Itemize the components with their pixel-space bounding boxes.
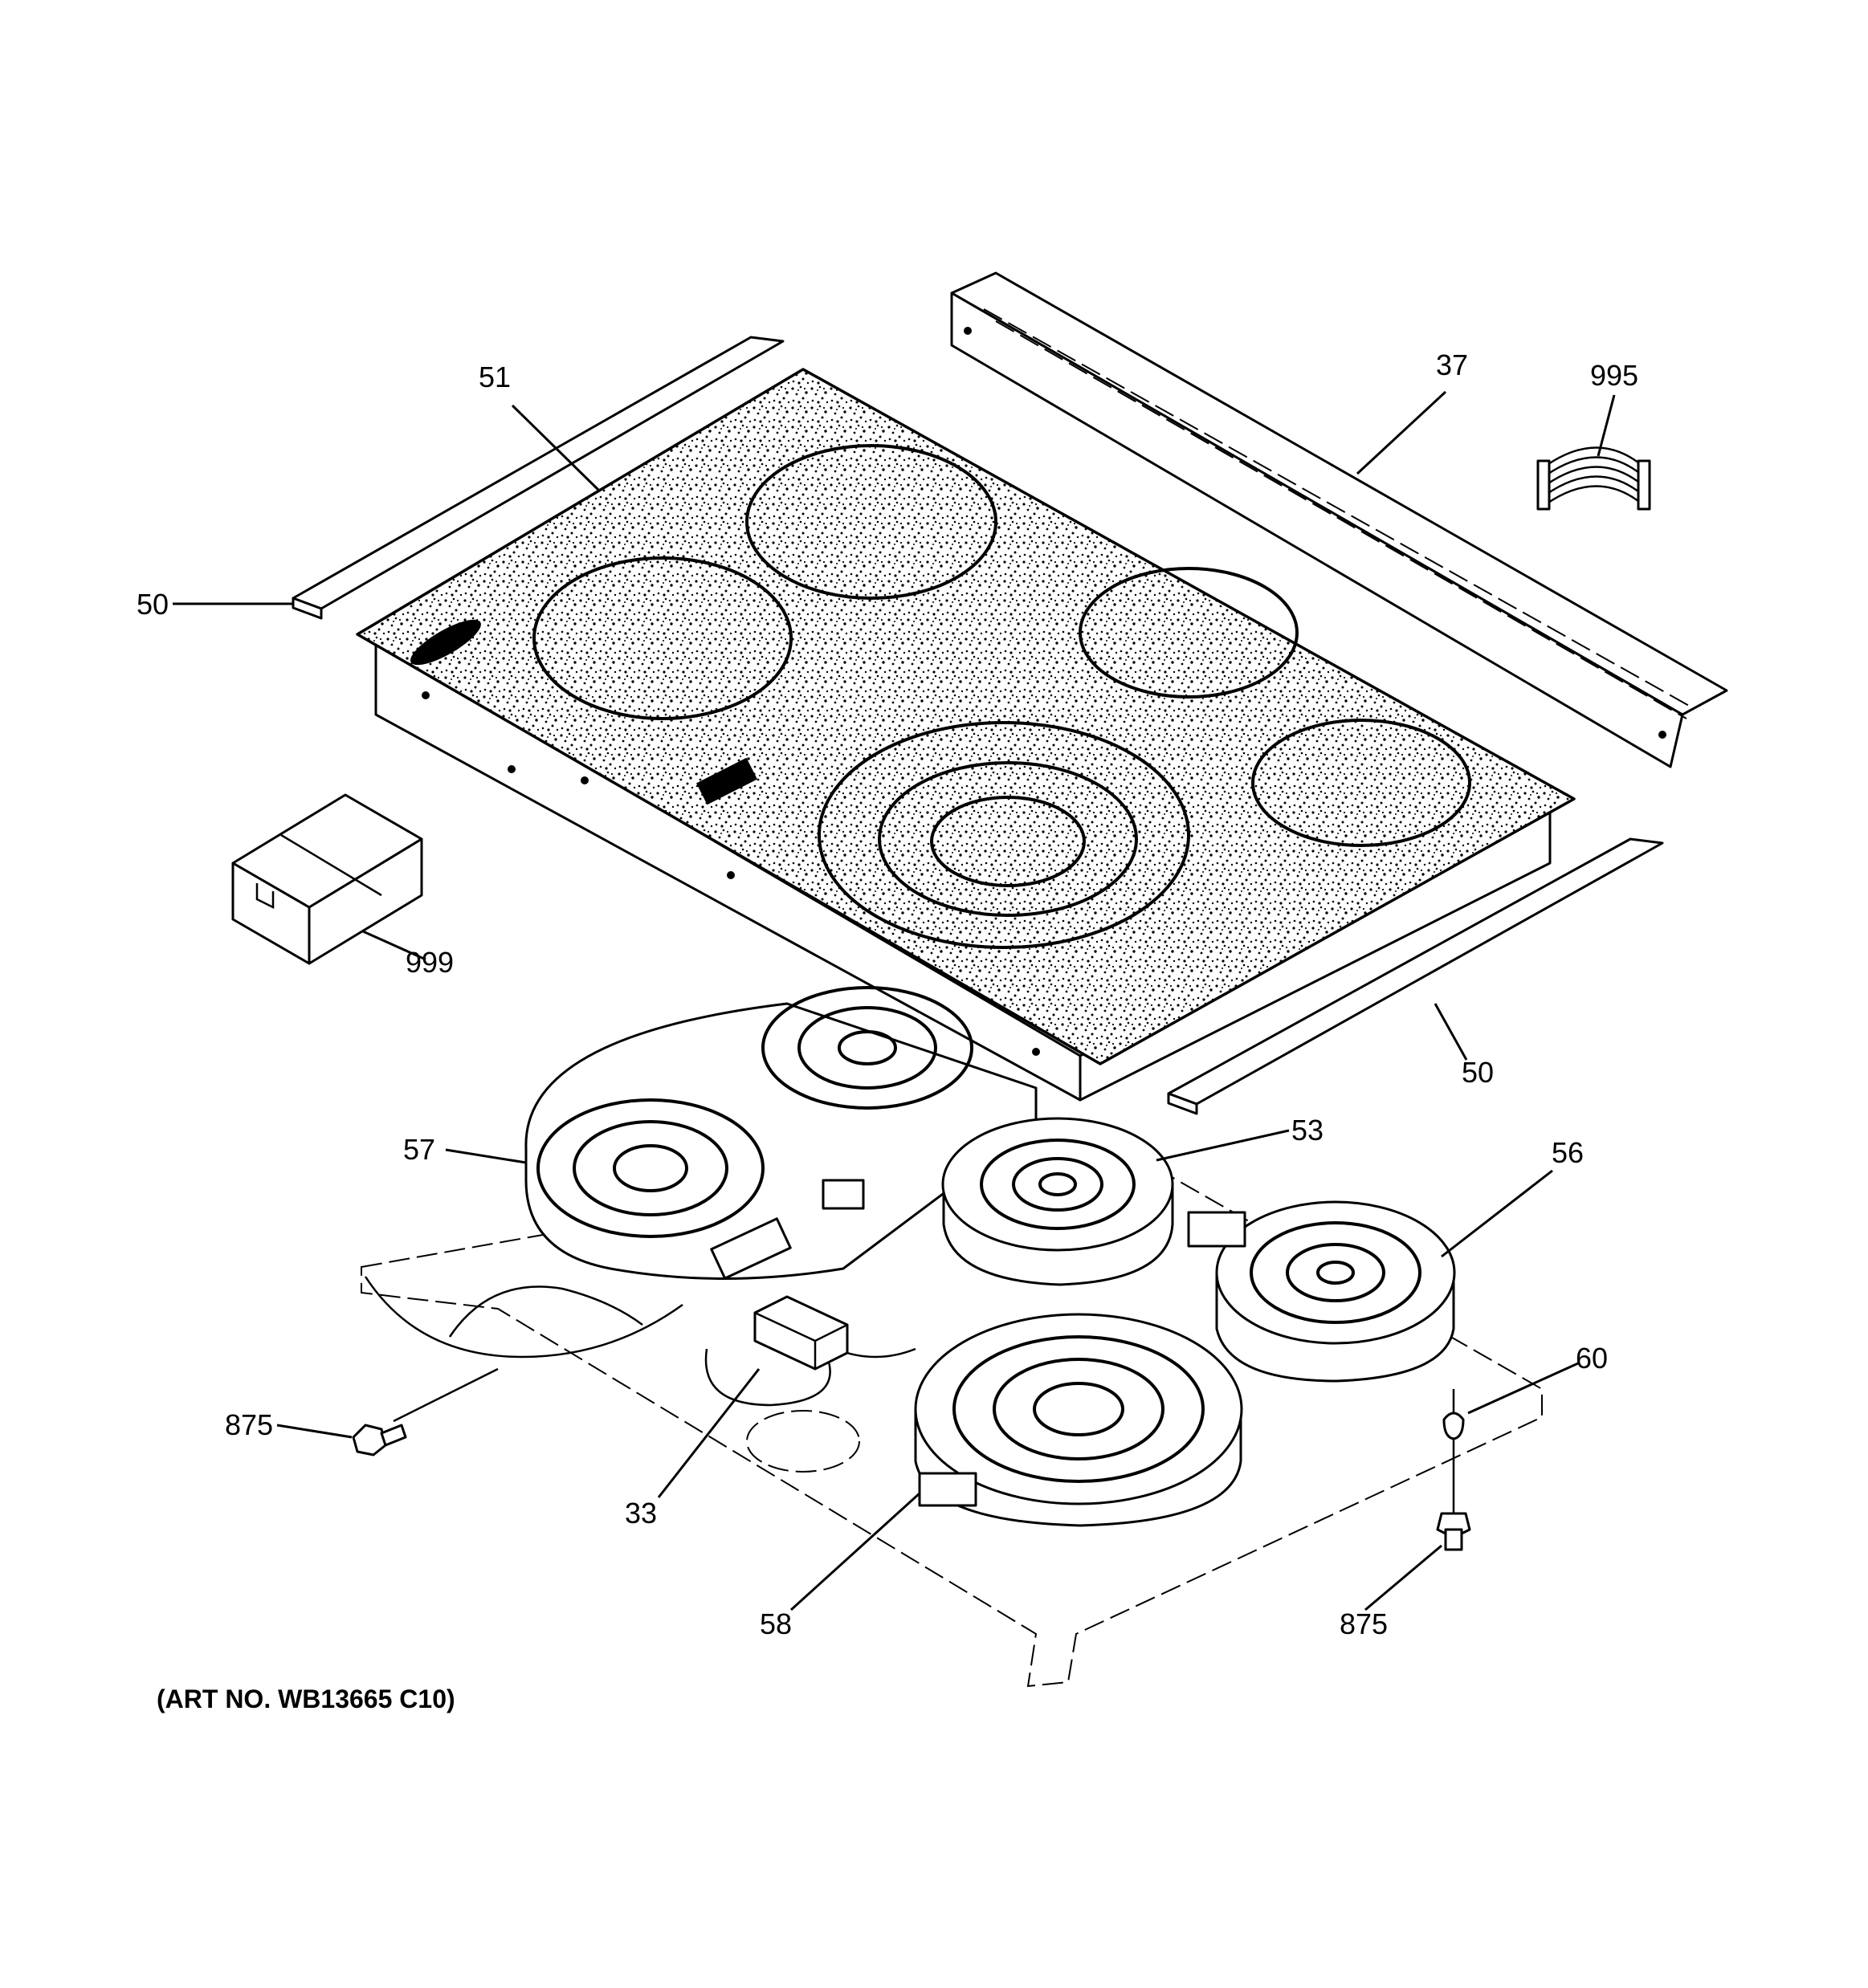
callout-999: 999 — [406, 946, 454, 979]
screw-right — [1436, 1512, 1471, 1551]
art-number: (ART NO. WB13665 C10) — [157, 1685, 455, 1713]
callout-50-left: 50 — [137, 588, 169, 621]
trim-strip-left — [292, 336, 785, 620]
leader-lines — [173, 390, 1616, 1611]
callout-995: 995 — [1590, 359, 1638, 392]
package-box — [231, 793, 423, 965]
screw-left — [352, 1367, 499, 1456]
dual-radiant-element — [524, 986, 1038, 1280]
cooktop-frame — [374, 641, 1552, 1102]
glass-cooktop — [356, 368, 1576, 1065]
radiant-element-small — [941, 1117, 1174, 1286]
wire-harness — [1536, 446, 1651, 511]
callout-58: 58 — [760, 1607, 792, 1640]
callout-33: 33 — [625, 1497, 657, 1530]
callout-37: 37 — [1436, 348, 1468, 381]
vent-trim — [950, 271, 1728, 768]
callout-57: 57 — [403, 1133, 435, 1166]
callout-56: 56 — [1552, 1136, 1584, 1169]
radiant-element-large — [914, 1313, 1243, 1527]
callout-60: 60 — [1576, 1342, 1608, 1375]
terminal-block — [364, 1276, 916, 1407]
callout-50-right: 50 — [1462, 1056, 1494, 1089]
callout-51: 51 — [479, 361, 511, 393]
callout-875-left: 875 — [225, 1408, 273, 1441]
trim-strip-right — [1167, 837, 1664, 1115]
radiant-element-medium — [1187, 1200, 1456, 1383]
wire-clip — [1442, 1389, 1465, 1526]
callout-labels: 51 37 995 50 999 50 57 53 56 60 875 33 5… — [137, 348, 1638, 1640]
callout-53: 53 — [1291, 1114, 1324, 1147]
callout-875-right: 875 — [1340, 1607, 1388, 1640]
